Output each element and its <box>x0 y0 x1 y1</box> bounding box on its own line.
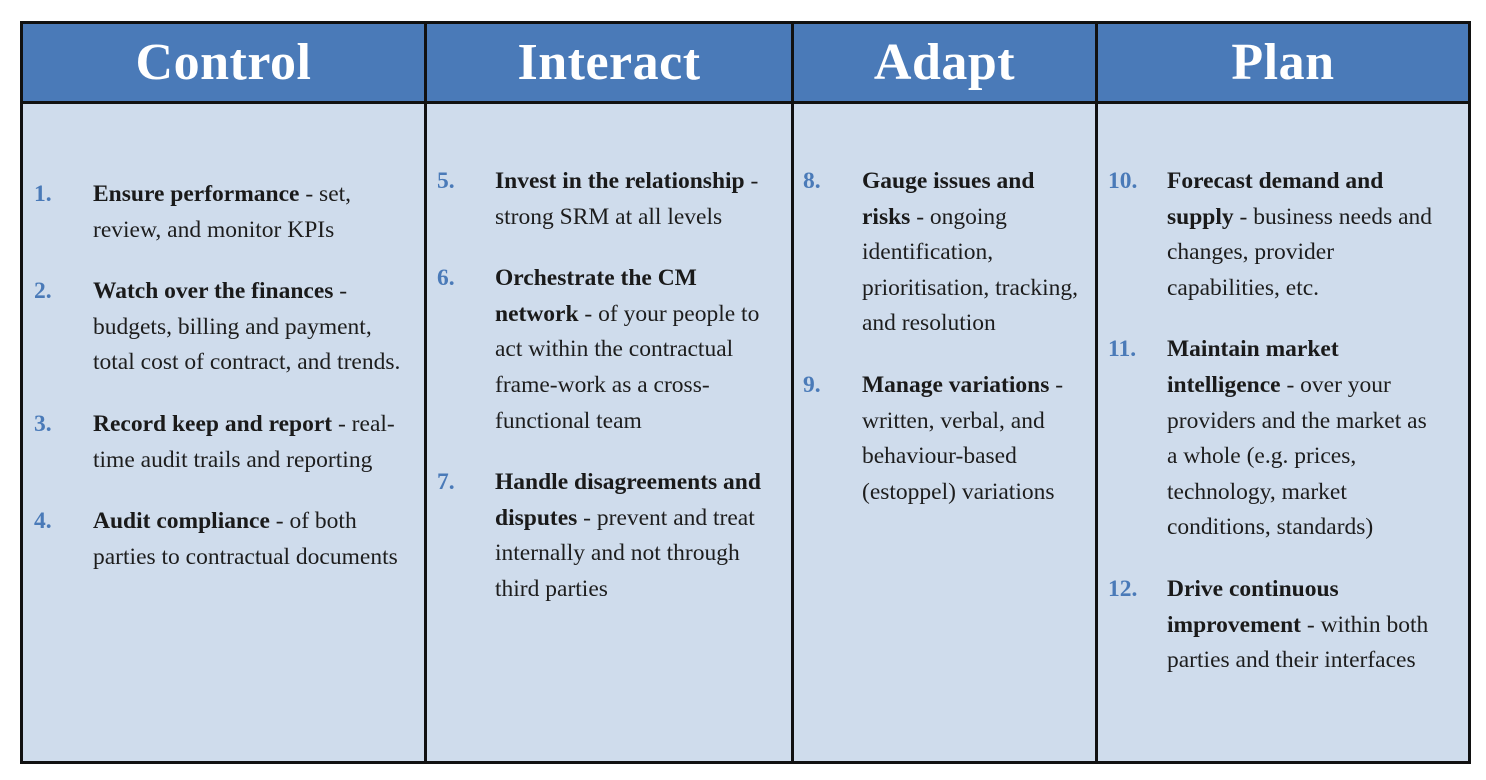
column-title: Interact <box>517 33 701 91</box>
item-description: - budgets, billing and payment, total co… <box>93 278 401 376</box>
item-description: - real-time audit trails and reporting <box>93 410 395 473</box>
item-description: - ongoing identification, prioritisation… <box>862 203 1079 337</box>
list-item: 12. Drive continuous improvement - withi… <box>1098 572 1468 679</box>
item-description: - over your providers and the market as … <box>1167 371 1427 541</box>
column-title: Adapt <box>873 33 1016 91</box>
column-header: Plan <box>1098 24 1468 104</box>
item-number: 5. <box>437 168 455 194</box>
item-term: Invest in the relationship <box>495 168 745 194</box>
item-term: Drive continuous improvement <box>1167 575 1339 638</box>
item-number: 9. <box>803 371 821 398</box>
list-item: 7. Handle disagreements and disputes - p… <box>427 465 791 607</box>
item-text: Invest in the relationship - strong SRM … <box>495 164 791 235</box>
item-number: 3. <box>34 410 52 437</box>
item-number: 11. <box>1108 336 1137 363</box>
list-item: 10. Forecast demand and supply - busines… <box>1098 164 1468 306</box>
item-term: Gauge issues and risks <box>862 168 1035 230</box>
item-term: Watch over the finances <box>93 278 334 305</box>
item-term: Handle disagreements and disputes <box>495 469 761 531</box>
item-description: - strong SRM at all levels <box>495 168 759 230</box>
item-term: Record keep and report <box>93 410 333 437</box>
item-description: - of both parties to contractual documen… <box>93 508 398 570</box>
item-description: - within both parties and their interfac… <box>1167 611 1429 674</box>
item-number: 4. <box>34 508 52 535</box>
item-term: Maintain market intelligence <box>1167 336 1339 398</box>
activity-list: 10. Forecast demand and supply - busines… <box>1098 164 1468 705</box>
list-item: 9. Manage variations -written, verbal, a… <box>794 368 1095 510</box>
column-title: Plan <box>1231 33 1335 91</box>
item-term: Manage variations <box>862 371 1050 398</box>
activity-list: 8. Gauge issues and risks - ongoing iden… <box>794 164 1095 536</box>
item-text: Handle disagreements and disputes - prev… <box>495 465 791 607</box>
activity-list: 1. Ensure performance - set, review, and… <box>23 177 424 601</box>
item-text: Record keep and report - real-time audit… <box>93 407 424 478</box>
item-number: 2. <box>34 278 52 305</box>
item-number: 10. <box>1108 168 1138 194</box>
item-number: 1. <box>34 181 52 207</box>
list-item: 11. Maintain market intelligence - over … <box>1098 332 1468 546</box>
item-term: Audit compliance <box>93 508 270 535</box>
item-description: - set, review, and monitor KPIs <box>93 181 352 243</box>
item-text: Maintain market intelligence - over your… <box>1167 332 1468 546</box>
item-text: Gauge issues and risks - ongoing identif… <box>862 164 1095 342</box>
item-description: - prevent and treat internally and not t… <box>495 504 755 602</box>
column-interact: Interact 5. Invest in the relationship -… <box>424 24 791 761</box>
item-text: Audit compliance - of both parties to co… <box>93 504 424 575</box>
column-header: Interact <box>427 24 791 104</box>
item-description: -written, verbal, and behaviour-based (e… <box>862 371 1064 505</box>
item-text: Forecast demand and supply - business ne… <box>1167 164 1468 306</box>
item-text: Drive continuous improvement - within bo… <box>1167 572 1468 679</box>
column-header: Adapt <box>794 24 1095 104</box>
item-description: - of your people to act within the contr… <box>495 300 760 434</box>
item-number: 8. <box>803 168 821 194</box>
contract-management-table: Control 1. Ensure performance - set, rev… <box>20 21 1471 764</box>
list-item: 2. Watch over the finances - budgets, bi… <box>23 274 424 381</box>
item-term: Forecast demand and supply <box>1167 168 1384 230</box>
item-description: - business needs and changes, provider c… <box>1167 203 1433 301</box>
item-number: 7. <box>437 469 455 496</box>
item-text: Manage variations -written, verbal, and … <box>862 368 1095 510</box>
item-number: 12. <box>1108 575 1138 602</box>
column-control: Control 1. Ensure performance - set, rev… <box>23 24 424 761</box>
list-item: 8. Gauge issues and risks - ongoing iden… <box>794 164 1095 342</box>
column-title: Control <box>135 33 312 91</box>
item-text: Ensure performance - set, review, and mo… <box>93 177 424 248</box>
item-number: 6. <box>437 265 455 292</box>
item-term: Orchestrate the CM network <box>495 265 697 327</box>
list-item: 3. Record keep and report - real-time au… <box>23 407 424 478</box>
item-term: Ensure performance <box>93 181 300 207</box>
column-adapt: Adapt 8. Gauge issues and risks - ongoin… <box>791 24 1095 761</box>
activity-list: 5. Invest in the relationship - strong S… <box>427 164 791 634</box>
column-plan: Plan 10. Forecast demand and supply - bu… <box>1095 24 1468 761</box>
list-item: 5. Invest in the relationship - strong S… <box>427 164 791 235</box>
list-item: 1. Ensure performance - set, review, and… <box>23 177 424 248</box>
list-item: 4. Audit compliance - of both parties to… <box>23 504 424 575</box>
item-text: Watch over the finances - budgets, billi… <box>93 274 424 381</box>
column-header: Control <box>23 24 424 104</box>
item-text: Orchestrate the CM network - of your peo… <box>495 261 791 439</box>
list-item: 6. Orchestrate the CM network - of your … <box>427 261 791 439</box>
